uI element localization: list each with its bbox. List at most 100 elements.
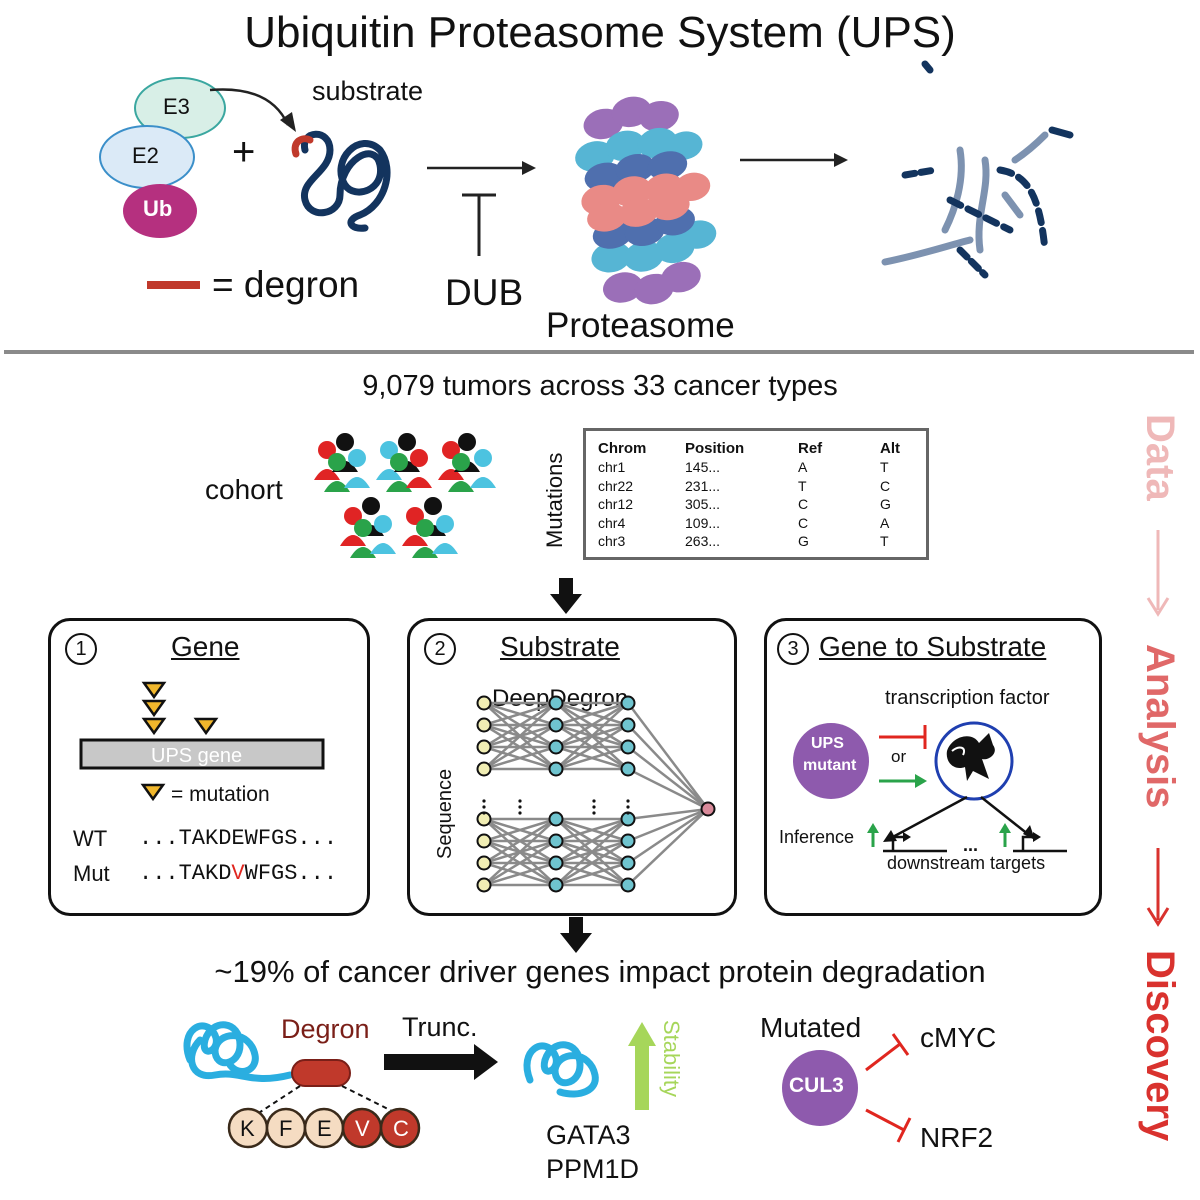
network-edge bbox=[483, 702, 557, 770]
mutation-legend: = mutation bbox=[171, 783, 270, 806]
gene-panel: 1 Gene UPS gene = mutation WT ...TAKDEWF… bbox=[48, 618, 370, 916]
e3-label: E3 bbox=[163, 94, 190, 119]
output-node bbox=[700, 801, 716, 817]
input-node bbox=[476, 739, 492, 755]
proteasome-stack bbox=[575, 96, 717, 305]
stability-arrow-head bbox=[628, 1022, 656, 1046]
gene-to-substrate-panel: 3 Gene to Substrate transcription factor bbox=[764, 618, 1102, 916]
degron-pill bbox=[291, 1059, 351, 1087]
table-cell: C bbox=[880, 477, 891, 494]
table-cell: A bbox=[798, 459, 808, 475]
cohort-people-icon bbox=[314, 433, 496, 558]
stability-label: Stability bbox=[659, 1020, 684, 1098]
network-edge bbox=[555, 745, 629, 771]
mut-label: Mut bbox=[73, 861, 110, 886]
hidden-node bbox=[548, 739, 564, 755]
cohort-label: cohort bbox=[205, 474, 283, 505]
mut-sequence: ...TAKDVWFGS... bbox=[139, 861, 337, 886]
residue-v: V bbox=[355, 1116, 370, 1141]
input-node bbox=[476, 855, 492, 871]
network-nodes bbox=[476, 695, 716, 893]
side-arrow-2 bbox=[1146, 848, 1170, 927]
ellipsis-label: ... bbox=[963, 835, 979, 855]
residue-e: E bbox=[317, 1116, 332, 1141]
wt-sequence: ...TAKDEWFGS... bbox=[139, 826, 338, 851]
gene-gata3: GATA3 bbox=[546, 1120, 631, 1150]
discovery-headline: ~19% of cancer driver genes impact prote… bbox=[214, 954, 986, 989]
hidden-node bbox=[548, 761, 564, 777]
network-edges bbox=[483, 701, 709, 887]
hidden-node bbox=[620, 855, 636, 871]
input-node bbox=[476, 877, 492, 893]
ub-label: Ub bbox=[143, 196, 173, 221]
column-header: Alt bbox=[880, 440, 900, 457]
network-edge bbox=[483, 701, 557, 727]
peptide-fragments bbox=[881, 60, 1074, 279]
down-arrow-to-analysis bbox=[550, 578, 582, 614]
promoter-left bbox=[891, 835, 907, 851]
tf-protein-shape bbox=[946, 733, 995, 781]
protein-coil-right bbox=[523, 1041, 599, 1098]
table-cell: 145... bbox=[685, 459, 721, 475]
column-header: Chrom bbox=[598, 440, 647, 457]
network-edge bbox=[627, 807, 709, 821]
hidden-node bbox=[548, 877, 564, 893]
mutated-label: Mutated bbox=[760, 1012, 862, 1043]
mutation-triangles bbox=[140, 681, 219, 802]
ups-gene-bar bbox=[79, 738, 325, 770]
degron-legend: = degron bbox=[212, 264, 360, 305]
residue-f: F bbox=[279, 1116, 293, 1141]
panel-title: Substrate bbox=[500, 631, 620, 662]
degron-label: Degron bbox=[281, 1014, 370, 1044]
degron-mark bbox=[291, 135, 314, 158]
data-headline: 9,079 tumors across 33 cancer types bbox=[362, 370, 838, 402]
side-label-analysis: Analysis bbox=[1138, 644, 1182, 809]
network-edge bbox=[555, 701, 629, 727]
table-cell: chr3 bbox=[598, 533, 626, 549]
cmyc-label: cMYC bbox=[920, 1022, 997, 1053]
hidden-node bbox=[620, 739, 636, 755]
network-edge bbox=[627, 724, 709, 810]
network-edge bbox=[627, 746, 709, 810]
proteasome-label: Proteasome bbox=[546, 306, 735, 345]
hidden-node bbox=[548, 833, 564, 849]
mut-seq-variant: V bbox=[231, 861, 245, 886]
network-edge bbox=[483, 723, 557, 771]
panel-number: 3 bbox=[777, 633, 809, 665]
network-edge bbox=[555, 702, 629, 770]
dub-label: DUB bbox=[445, 272, 524, 313]
table-cell: T bbox=[880, 533, 889, 549]
network-edge bbox=[627, 807, 709, 843]
table-header-row: Chrom Position Ref Alt bbox=[598, 439, 920, 458]
input-node bbox=[476, 761, 492, 777]
inference-label: Inference bbox=[779, 827, 855, 847]
hidden-node bbox=[620, 695, 636, 711]
table-cell: chr4 bbox=[598, 514, 626, 531]
column-header: Position bbox=[685, 440, 745, 457]
page-title: Ubiquitin Proteasome System (UPS) bbox=[244, 8, 956, 57]
cul3-label: CUL3 bbox=[789, 1074, 844, 1097]
panel-title: Gene bbox=[171, 631, 240, 662]
hidden-node bbox=[620, 833, 636, 849]
side-label-data: Data bbox=[1138, 414, 1182, 501]
panel-title: Gene to Substrate bbox=[819, 631, 1047, 662]
residue-c: C bbox=[393, 1116, 409, 1141]
ups-mutant-label-2: mutant bbox=[803, 757, 857, 774]
side-label-discovery: Discovery bbox=[1138, 950, 1182, 1142]
cul3-circle bbox=[782, 1050, 858, 1126]
promoter-right bbox=[1021, 835, 1037, 851]
nrf2-label: NRF2 bbox=[920, 1122, 994, 1153]
gene-diagram bbox=[79, 681, 325, 802]
table-cell: chr22 bbox=[598, 477, 634, 494]
table-cell: 109... bbox=[685, 514, 721, 531]
wt-label: WT bbox=[73, 826, 108, 851]
cmyc-inhibit-bar bbox=[891, 1033, 910, 1056]
stability-arrow-shaft bbox=[635, 1044, 649, 1110]
network-edge bbox=[483, 861, 557, 887]
transcription-factor-label: transcription factor bbox=[885, 687, 1050, 709]
network-edge bbox=[627, 702, 709, 810]
